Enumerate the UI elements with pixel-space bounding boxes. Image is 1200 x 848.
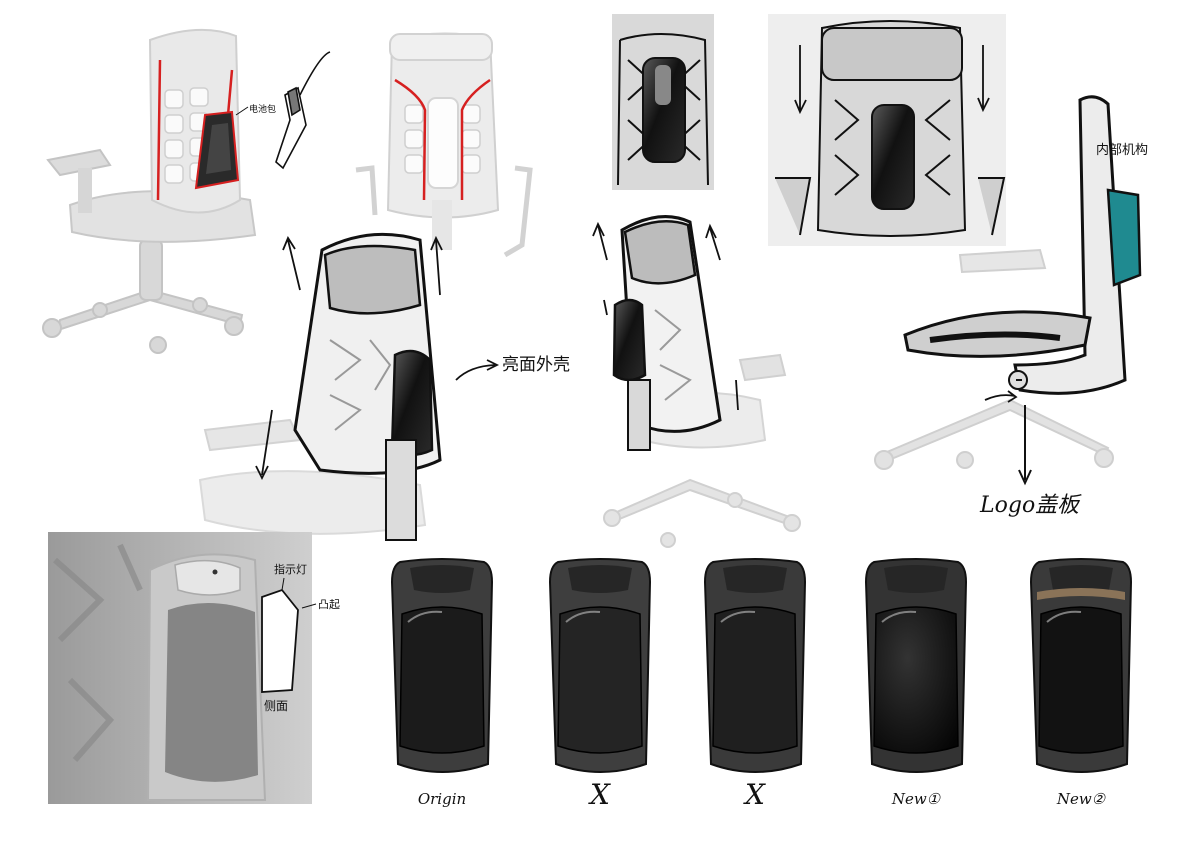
side-label: 侧面 (264, 699, 288, 713)
shell-annotation: 亮面外壳 (455, 355, 570, 381)
battery-cover-variants: Origin X X New① New② (390, 558, 1133, 811)
shell-label: 亮面外壳 (502, 355, 570, 375)
variant-top-cap (568, 565, 632, 593)
variant-gloss (1046, 610, 1082, 623)
chair-rear-sketch-with-arrows (768, 14, 1006, 246)
variant-accent-band (1037, 588, 1125, 600)
variant-panel (712, 606, 798, 754)
variant-card: Origin (390, 558, 494, 808)
logo-cover-label: Logo盖板 (979, 493, 1082, 518)
variant-label: X (588, 778, 611, 811)
variant-card: New① (864, 558, 968, 808)
variant-label: New② (1056, 790, 1107, 808)
variant-top-cap (884, 565, 948, 593)
variant-label: X (743, 778, 766, 811)
variant-card: X (548, 558, 652, 811)
variant-label: Origin (418, 790, 466, 808)
chair-sketch-main-quarter (198, 232, 443, 541)
indicator-label: 指示灯 (274, 562, 307, 576)
variant-panel (1038, 606, 1124, 754)
side-profile-annotation: 指示灯 凸起 侧面 (261, 562, 340, 713)
bump-label: 凸起 (318, 598, 340, 611)
variant-card: New② (1029, 558, 1133, 808)
variant-top-cap (410, 565, 474, 593)
chair-render-rear (355, 32, 533, 258)
side-profile-mini-sketch (275, 51, 331, 170)
variant-panel (873, 606, 959, 754)
variant-gloss (407, 610, 443, 623)
variant-panel (557, 606, 643, 754)
battery-label: 电池包 (249, 103, 276, 115)
variant-top-cap (723, 565, 787, 593)
variant-gloss (565, 610, 601, 623)
variant-card: X (703, 558, 807, 811)
internal-mechanism-label: 内部机构 (1096, 142, 1148, 158)
chair-sketch-secondary-quarter (592, 215, 801, 548)
variant-top-cap (1049, 565, 1113, 593)
variant-panel (399, 606, 485, 754)
variant-gloss (881, 610, 917, 623)
variant-label: New① (891, 790, 942, 808)
backrest-closeup-sketch (612, 14, 714, 190)
chair-render-rear-quarter: 电池包 (42, 28, 276, 354)
chair-sketch-side-view: 内部机构 (874, 95, 1148, 486)
variant-gloss (720, 610, 756, 623)
